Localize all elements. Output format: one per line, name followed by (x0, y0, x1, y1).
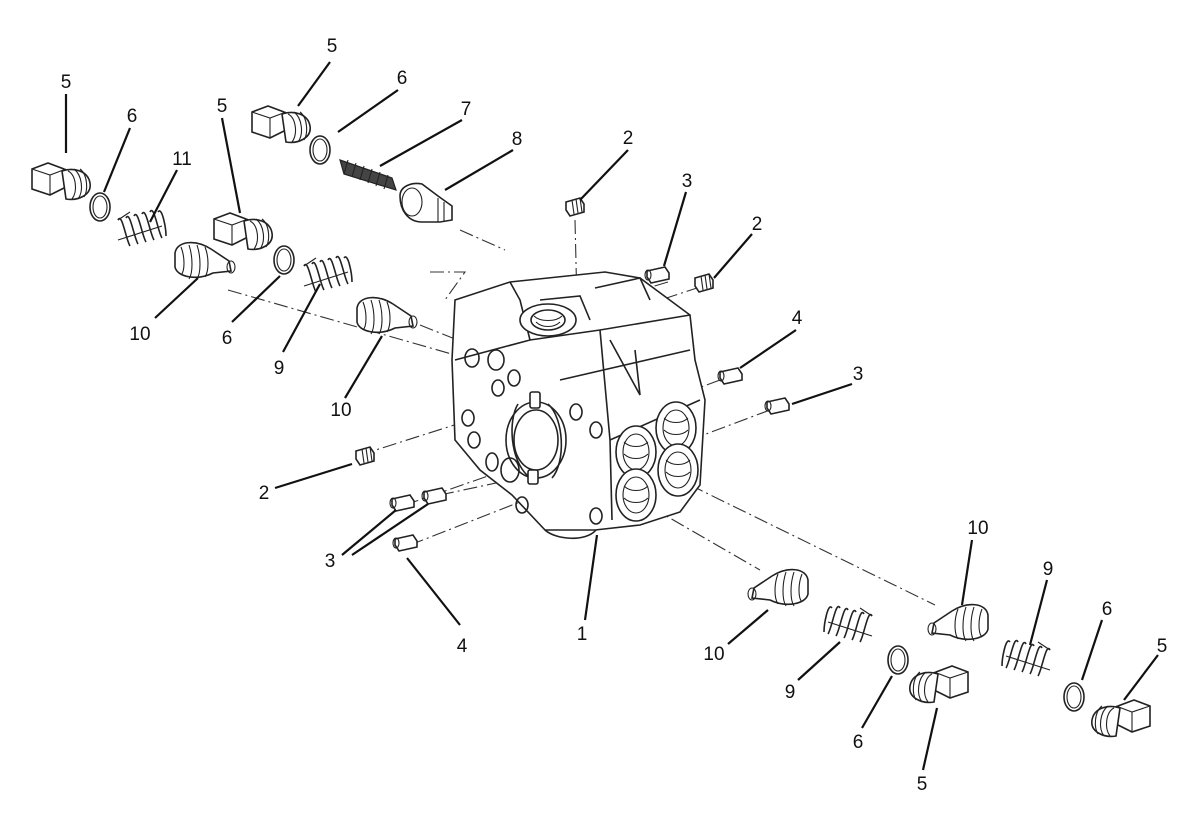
callout-label: 6 (1102, 599, 1113, 620)
spring-part (1001, 639, 1051, 677)
callout-label: 1 (577, 624, 588, 645)
callout-label: 5 (1157, 636, 1168, 657)
callout-label: 2 (752, 214, 763, 235)
plug-part (1091, 699, 1151, 738)
valve-body (451, 271, 706, 540)
callout-label: 9 (274, 358, 285, 379)
pin-part (389, 494, 415, 512)
callout-label: 7 (461, 99, 472, 120)
pin-part (764, 397, 790, 415)
o-ring-part (89, 192, 111, 222)
callout-label: 3 (853, 364, 864, 385)
spring-part (823, 605, 873, 643)
small-plug-part (565, 197, 585, 217)
callout-label: 6 (853, 732, 864, 753)
small-plug-part (355, 446, 375, 466)
pin-part (644, 266, 670, 284)
spring-part (303, 255, 353, 293)
callout-label: 8 (512, 129, 523, 150)
callout-labels: 5 6 11 5 5 6 7 8 2 3 2 4 3 10 6 9 10 2 3… (61, 36, 1168, 795)
plug-part (251, 105, 311, 144)
plug-part (31, 162, 91, 201)
callout-label: 2 (259, 483, 270, 504)
callout-label: 5 (61, 72, 72, 93)
callout-label: 9 (785, 682, 796, 703)
poppet-part (927, 603, 989, 642)
o-ring-part (887, 645, 909, 675)
parts (31, 105, 1151, 738)
callout-label: 10 (967, 518, 988, 539)
callout-label: 11 (172, 149, 192, 170)
pin-part (717, 367, 743, 385)
pin-part (421, 487, 447, 505)
plug-part (213, 212, 273, 251)
callout-label: 5 (217, 96, 228, 117)
pin-part (392, 534, 418, 552)
o-ring-part (309, 135, 331, 165)
callout-label: 6 (397, 68, 408, 89)
spring-part (117, 209, 167, 247)
callout-label: 10 (129, 324, 150, 345)
o-ring-part (273, 245, 295, 275)
callout-label: 6 (222, 328, 233, 349)
callout-label: 6 (127, 106, 138, 127)
piston-item-8 (399, 182, 453, 223)
callout-label: 2 (623, 128, 634, 149)
o-ring-part (1063, 682, 1085, 712)
callout-label: 5 (917, 774, 928, 795)
poppet-part (174, 241, 236, 280)
callout-label: 3 (682, 171, 693, 192)
plug-part (909, 665, 969, 704)
callout-label: 9 (1043, 559, 1054, 580)
poppet-part (356, 296, 418, 335)
callout-label: 4 (792, 308, 803, 329)
small-plug-part (694, 273, 714, 293)
callout-label: 5 (327, 36, 338, 57)
callout-label: 10 (703, 644, 724, 665)
leader-lines (64, 61, 1159, 771)
callout-label: 4 (457, 636, 468, 657)
callout-label: 3 (325, 551, 336, 572)
poppet-part (747, 568, 809, 607)
callout-label: 10 (330, 400, 351, 421)
spring-item-7 (339, 159, 397, 191)
